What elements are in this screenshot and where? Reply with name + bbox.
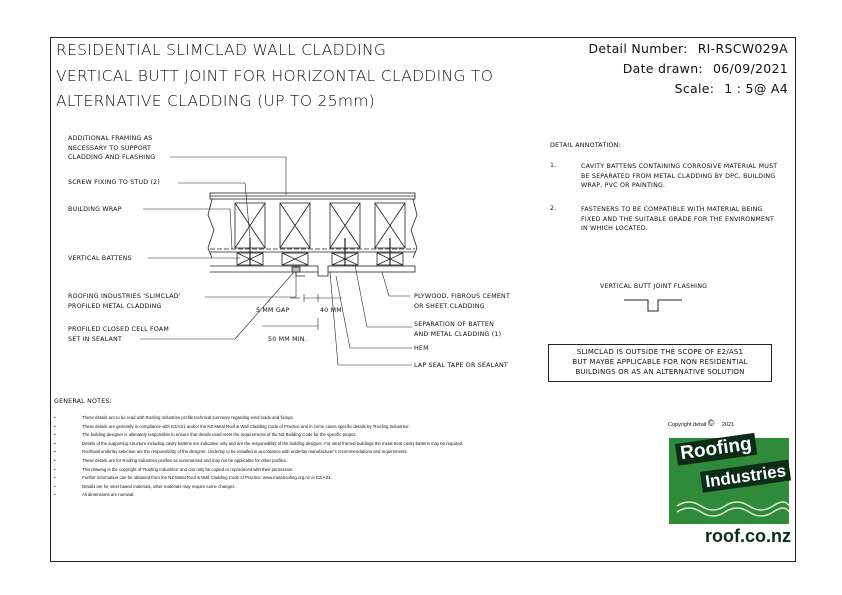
general-note: •These details are generally in complian… [54, 423, 411, 429]
sheet-cladding [327, 265, 416, 273]
general-notes-list: •These details are to be read with Roofi… [54, 414, 524, 500]
roofing-industries-logo: Roofing Industries roof.co.nz [669, 432, 792, 556]
general-note: •These details are for Roofing Industrie… [54, 457, 288, 463]
general-note: •Details are for steel based materials, … [54, 483, 236, 489]
copyright: Copyright detail © 2021 [668, 418, 735, 428]
label-slimclad: ROOFING INDUSTRIES 'SLIMCLAD' PROFILED M… [68, 293, 181, 310]
general-note: •Further information can be obtained fro… [54, 475, 332, 481]
vertical-battens [236, 252, 404, 266]
logo-wave-icon [676, 501, 789, 517]
title-line-1: RESIDENTIAL SLIMCLAD WALL CLADDING [56, 41, 387, 59]
scope-note-box: SLIMCLAD IS OUTSIDE THE SCOPE OF E2/AS1 … [548, 344, 772, 382]
general-note: •This drawing is the copyright of 'Roofi… [54, 466, 294, 472]
break-line-left [207, 198, 215, 259]
flashing-profile [624, 299, 682, 312]
detail-number: Detail Number: RI-RSCW029A [588, 41, 788, 56]
date-drawn-label: Date drawn: [622, 61, 703, 76]
studs [234, 202, 406, 249]
label-dim-40: 40 mm [320, 307, 342, 314]
general-note: •The building designer is ultimately res… [54, 432, 357, 438]
label-additional-framing: ADDITIONAL FRAMING AS NECESSARY TO SUPPO… [68, 135, 156, 161]
label-plywood: PLYWOOD, FIBROUS CEMENT OR SHEET CLADDIN… [414, 293, 510, 310]
label-gap: 5 mm GAP [256, 307, 290, 314]
general-notes-title: GENERAL NOTES: [54, 398, 112, 405]
label-separation: SEPARATION OF BATTEN AND METAL CLADDING … [414, 321, 502, 338]
detail-number-label: Detail Number: [588, 41, 688, 56]
date-drawn: Date drawn: 06/09/2021 [623, 61, 788, 76]
flashing-label: VERTICAL BUTT JOINT FLASHING [600, 283, 708, 290]
scale: Scale: 1 : 5@ A4 [675, 81, 788, 96]
leader-lines [140, 156, 412, 366]
copyright-icon: © [707, 418, 715, 428]
slimclad-cladding [210, 265, 319, 273]
general-note: •These details are to be read with Roofi… [54, 415, 294, 420]
annotation-title: DETAIL ANNOTATION: [550, 142, 621, 149]
label-hem: HEM [414, 345, 429, 352]
title-line-2: VERTICAL BUTT JOINT FOR HORIZONTAL CLADD… [56, 67, 494, 85]
drawing-border [50, 37, 796, 562]
general-note: •Roof/wall underlay selection are the re… [54, 449, 408, 455]
break-line-right [410, 198, 418, 259]
scale-label: Scale: [674, 81, 715, 96]
label-dim-50: 50 mm min. [268, 336, 307, 343]
label-building-wrap: BUILDING WRAP [68, 206, 122, 213]
title-line-3: ALTERNATIVE CLADDING (UP TO 25mm) [56, 92, 376, 110]
logo-url: roof.co.nz [705, 526, 791, 546]
label-screw-fixing: SCREW FIXING TO STUD (2) [68, 179, 161, 186]
label-foam: PROFILED CLOSED CELL FOAM SET IN SEALANT [68, 326, 170, 343]
date-drawn-value: 06/09/2021 [712, 61, 788, 76]
general-note: •Details of the supporting structure inc… [54, 440, 464, 446]
flashing-channel [317, 272, 329, 277]
general-note: •All dimensions are nominal. [54, 492, 135, 498]
scale-value: 1 : 5@ A4 [724, 81, 788, 96]
dimension-lines [262, 294, 342, 330]
label-lap-seal: LAP SEAL TAPE OR SEALANT [414, 362, 508, 369]
label-vertical-battens: VERTICAL BATTENS [68, 255, 132, 262]
foam-strip [291, 266, 301, 273]
detail-number-value: RI-RSCW029A [697, 41, 788, 56]
